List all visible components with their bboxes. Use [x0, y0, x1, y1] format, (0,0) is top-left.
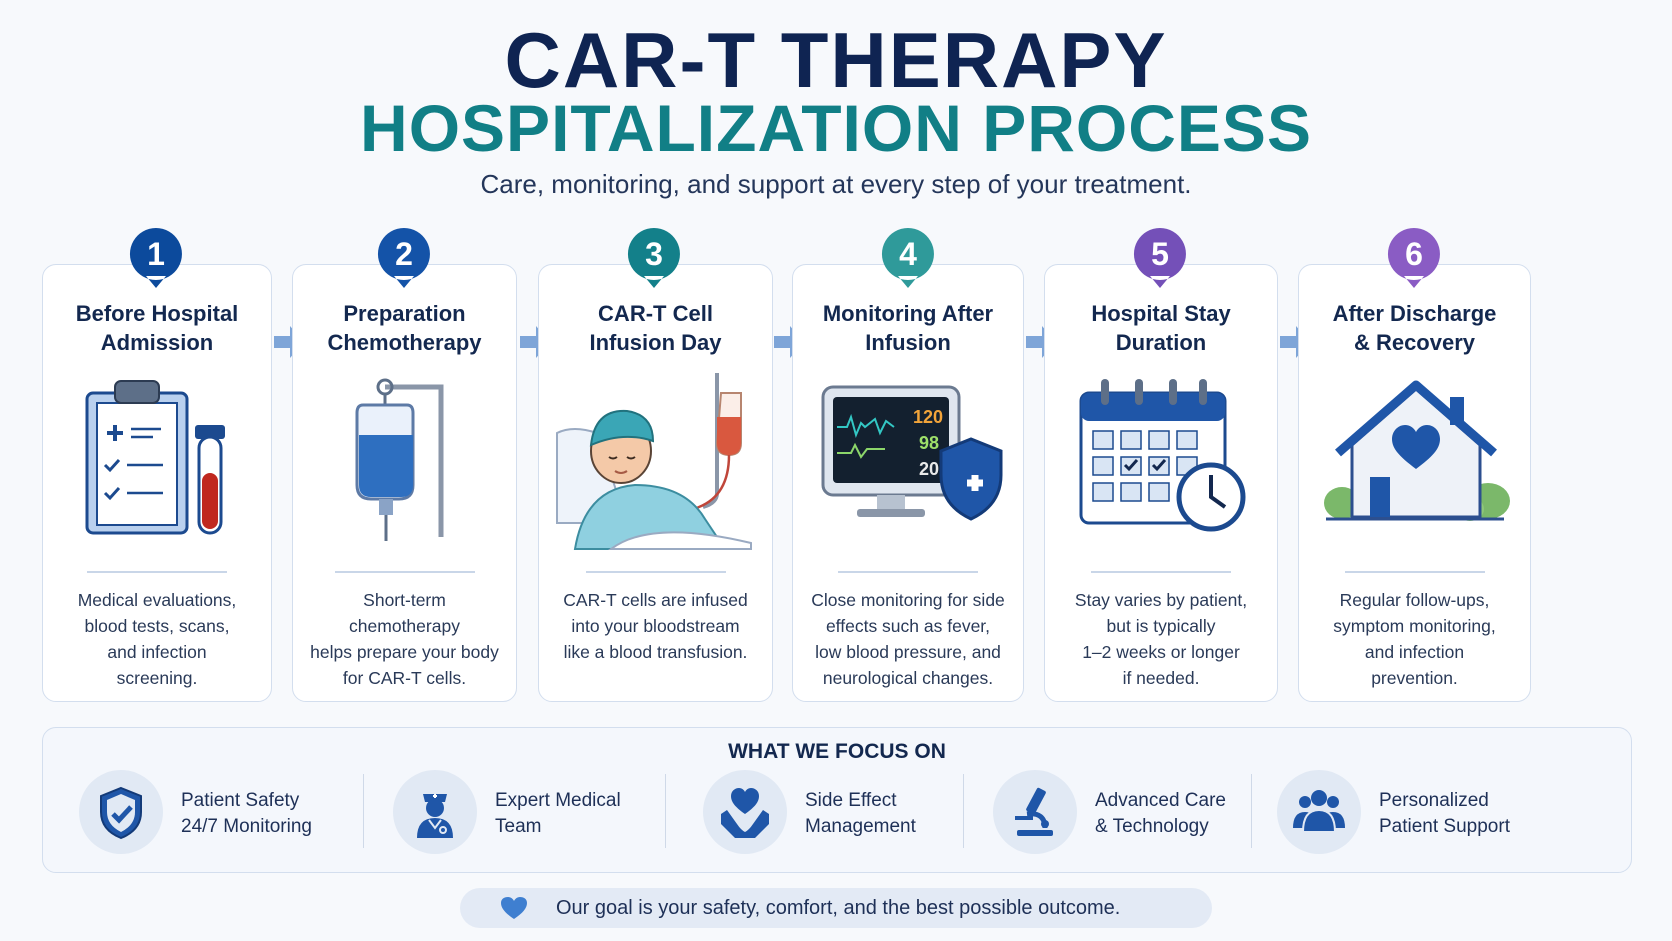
- home-heart-icon: [1299, 373, 1530, 553]
- divider: [665, 774, 666, 848]
- shield-check-icon: [100, 786, 142, 840]
- divider: [963, 774, 964, 848]
- vitals-monitor-icon: 120 98 20: [793, 373, 1023, 553]
- svg-text:98: 98: [919, 433, 939, 453]
- divider: [1344, 571, 1485, 573]
- step-badge-5: 5: [1132, 226, 1188, 290]
- divider: [363, 774, 364, 848]
- iv-bag-icon: [293, 373, 516, 553]
- step-badge-4: 4: [880, 226, 936, 290]
- hands-heart-icon: [721, 788, 769, 838]
- title-line-2: HOSPITALIZATION PROCESS: [360, 91, 1312, 165]
- step-title: After Discharge& Recovery: [1332, 301, 1497, 355]
- heart-icon: [501, 897, 527, 919]
- patient-infusion-icon: [539, 373, 772, 553]
- step-badge-1: 1: [128, 226, 184, 290]
- goal-text: Our goal is your safety, comfort, and th…: [556, 897, 1121, 919]
- svg-text:20: 20: [919, 459, 939, 479]
- clipboard-icon: [43, 373, 271, 553]
- step-badge-3: 3: [626, 226, 682, 290]
- divider: [87, 571, 227, 573]
- divider: [1091, 571, 1231, 573]
- divider: [334, 571, 475, 573]
- microscope-icon: [1015, 787, 1053, 836]
- divider: [1251, 774, 1252, 848]
- step-badge-6: 6: [1386, 226, 1442, 290]
- subtitle: Care, monitoring, and support at every s…: [480, 169, 1192, 199]
- nurse-icon: [417, 794, 453, 838]
- goal-banner: Our goal is your safety, comfort, and th…: [460, 888, 1212, 928]
- step-description: Regular follow-ups,symptom monitoring,an…: [1333, 590, 1496, 688]
- focus-label: Advanced Care& Technology: [1095, 790, 1226, 837]
- svg-text:120: 120: [913, 407, 943, 427]
- step-card-6: After Discharge& Recovery Regular follow…: [1298, 264, 1531, 702]
- divider: [838, 571, 978, 573]
- step-badge-2: 2: [376, 226, 432, 290]
- focus-title: WHAT WE FOCUS ON: [728, 740, 946, 763]
- step-description: Medical evaluations,blood tests, scans,a…: [77, 590, 237, 688]
- title-line-1: CAR-T THERAPY: [504, 16, 1168, 104]
- calendar-clock-icon: [1045, 373, 1277, 553]
- divider: [585, 571, 726, 573]
- group-icon: [1293, 790, 1345, 833]
